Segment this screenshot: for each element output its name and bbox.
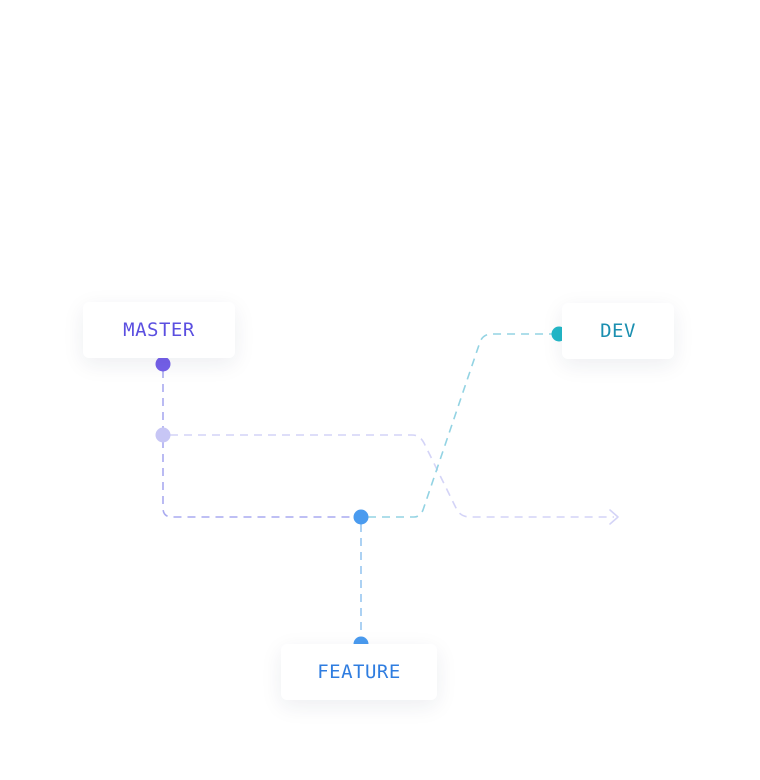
master-branch-label: MASTER [123,319,195,341]
dev-branch-label: DEV [600,320,636,342]
feature-branch-label: FEATURE [317,661,401,683]
dev-branch-line [368,333,552,518]
feature-branch-card: FEATURE [281,644,437,700]
master-fork-node [155,427,171,443]
dev-branch-card: DEV [562,303,674,359]
merge-node [353,509,369,525]
ghost-branch-line [170,434,614,518]
master-branch-line [162,370,352,518]
ghost-arrow-icon [609,509,619,525]
master-branch-card: MASTER [83,302,235,358]
master-node [155,356,171,372]
